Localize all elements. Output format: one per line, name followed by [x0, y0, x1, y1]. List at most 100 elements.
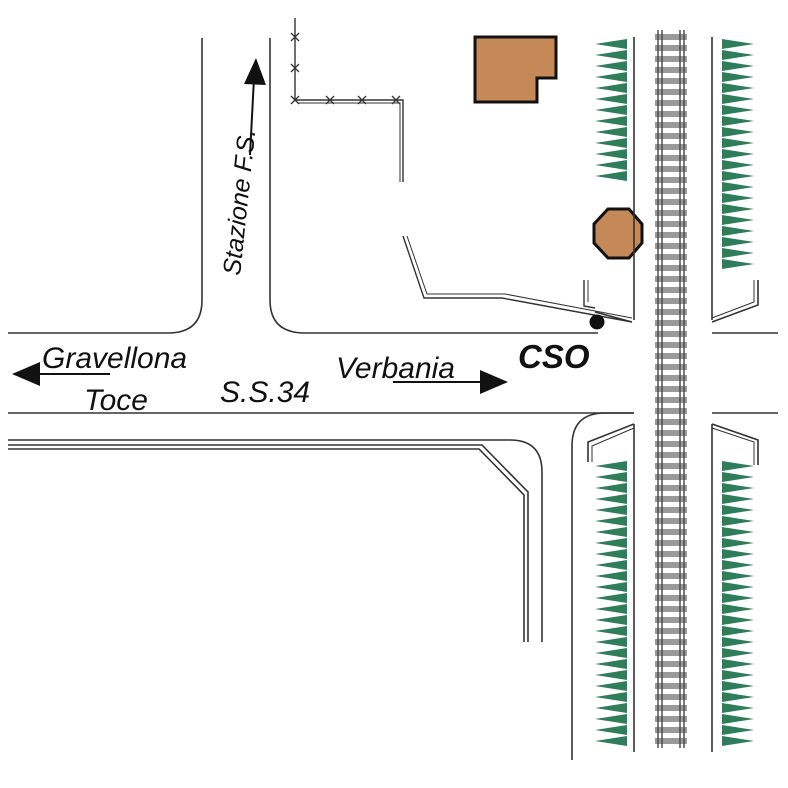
rail-tie — [655, 562, 687, 568]
rail-tie — [655, 573, 687, 579]
tree-icon — [595, 571, 627, 581]
tree-icon — [722, 582, 754, 592]
tree-icon — [595, 149, 627, 159]
rail-tie — [655, 661, 687, 667]
fence — [290, 18, 633, 323]
rail-tie — [655, 694, 687, 700]
crossing-barrier-sw-inner — [591, 427, 635, 462]
rail-tie — [655, 727, 687, 733]
tree-icon — [722, 39, 754, 49]
tree-icon — [722, 571, 754, 581]
rail-road-west-edge — [571, 412, 634, 760]
tree-icon — [722, 127, 754, 137]
crossing-barrier-nw — [594, 311, 633, 323]
cross-icon — [290, 63, 300, 73]
side-lane-north-edge — [8, 439, 543, 642]
tree-icon — [595, 160, 627, 170]
rail-tie — [655, 320, 687, 326]
cross-icon — [391, 95, 401, 105]
tree-icon — [595, 527, 627, 537]
tree-icon — [595, 703, 627, 713]
rail-tie — [655, 452, 687, 458]
rail-ties — [655, 34, 687, 744]
tree-icon — [722, 670, 754, 680]
rail-tie — [655, 210, 687, 216]
tree-icon — [722, 615, 754, 625]
arrow-icon — [244, 58, 266, 156]
wall-to-cso-inner — [406, 235, 633, 319]
east-label: Verbania — [336, 352, 455, 385]
crossing-barrier-ne — [711, 280, 759, 323]
rail-tie — [655, 276, 687, 282]
rail-tie — [655, 672, 687, 678]
rail-tie — [655, 386, 687, 392]
tree-icon — [595, 538, 627, 548]
tree-icon — [722, 703, 754, 713]
rail-tie — [655, 45, 687, 51]
tree-icon — [722, 259, 754, 269]
side-lane-double-line-2 — [8, 448, 525, 642]
tree-icon — [722, 527, 754, 537]
crossing-barrier-se-inner — [711, 427, 755, 465]
labels: Stazione F.S. Gravellona Toce S.S.34 Ver… — [42, 128, 605, 417]
tree-icon — [722, 560, 754, 570]
direction-arrows — [12, 58, 508, 394]
tree-icon — [722, 714, 754, 724]
tree-icon — [722, 61, 754, 71]
tree-icon — [722, 94, 754, 104]
tree-icon — [595, 615, 627, 625]
rail-tie — [655, 507, 687, 513]
tree-icon — [722, 193, 754, 203]
tree-icon — [595, 714, 627, 724]
tree-icon — [722, 494, 754, 504]
tree-icon — [722, 138, 754, 148]
tree-icon — [595, 582, 627, 592]
tree-icon — [722, 538, 754, 548]
tree-icon — [595, 50, 627, 60]
tree-icon — [595, 127, 627, 137]
tree-icon — [595, 39, 627, 49]
rail-tie — [655, 331, 687, 337]
rail-tie — [655, 177, 687, 183]
arrow-icon — [12, 362, 110, 386]
rail-tie — [655, 364, 687, 370]
tree-icon — [595, 736, 627, 746]
tree-icon — [722, 692, 754, 702]
tree-icon — [722, 237, 754, 247]
tree-icon — [722, 226, 754, 236]
tree-icon — [595, 72, 627, 82]
rail-tie — [655, 540, 687, 546]
tree-icon — [722, 681, 754, 691]
rail-tie — [655, 155, 687, 161]
tree-icon — [722, 50, 754, 60]
rail-tie — [655, 408, 687, 414]
rail-tie — [655, 419, 687, 425]
rail-tie — [655, 166, 687, 172]
west-label-line2: Toce — [84, 384, 148, 417]
tree-icon — [722, 149, 754, 159]
north-road-west-edge — [8, 38, 203, 334]
tree-icon — [595, 472, 627, 482]
tree-icon — [595, 116, 627, 126]
rail-tie — [655, 551, 687, 557]
tree-icon — [722, 160, 754, 170]
rail-tie — [655, 254, 687, 260]
cross-icon — [325, 95, 335, 105]
rail-tie — [655, 188, 687, 194]
tree-icon — [595, 483, 627, 493]
buildings — [473, 35, 644, 260]
arrow-icon — [393, 370, 508, 394]
rail-tie — [655, 34, 687, 40]
tree-icon — [595, 83, 627, 93]
rail-tie — [655, 342, 687, 348]
side-lane-double-line — [8, 444, 529, 642]
rail-tie — [655, 397, 687, 403]
tree-icon — [722, 736, 754, 746]
rail-tie — [655, 441, 687, 447]
tree-icon — [595, 494, 627, 504]
building-lshaped — [473, 35, 558, 104]
rail-tie — [655, 133, 687, 139]
tree-icon — [722, 116, 754, 126]
tree-icon — [595, 670, 627, 680]
crossing-barrier-se — [711, 423, 759, 465]
